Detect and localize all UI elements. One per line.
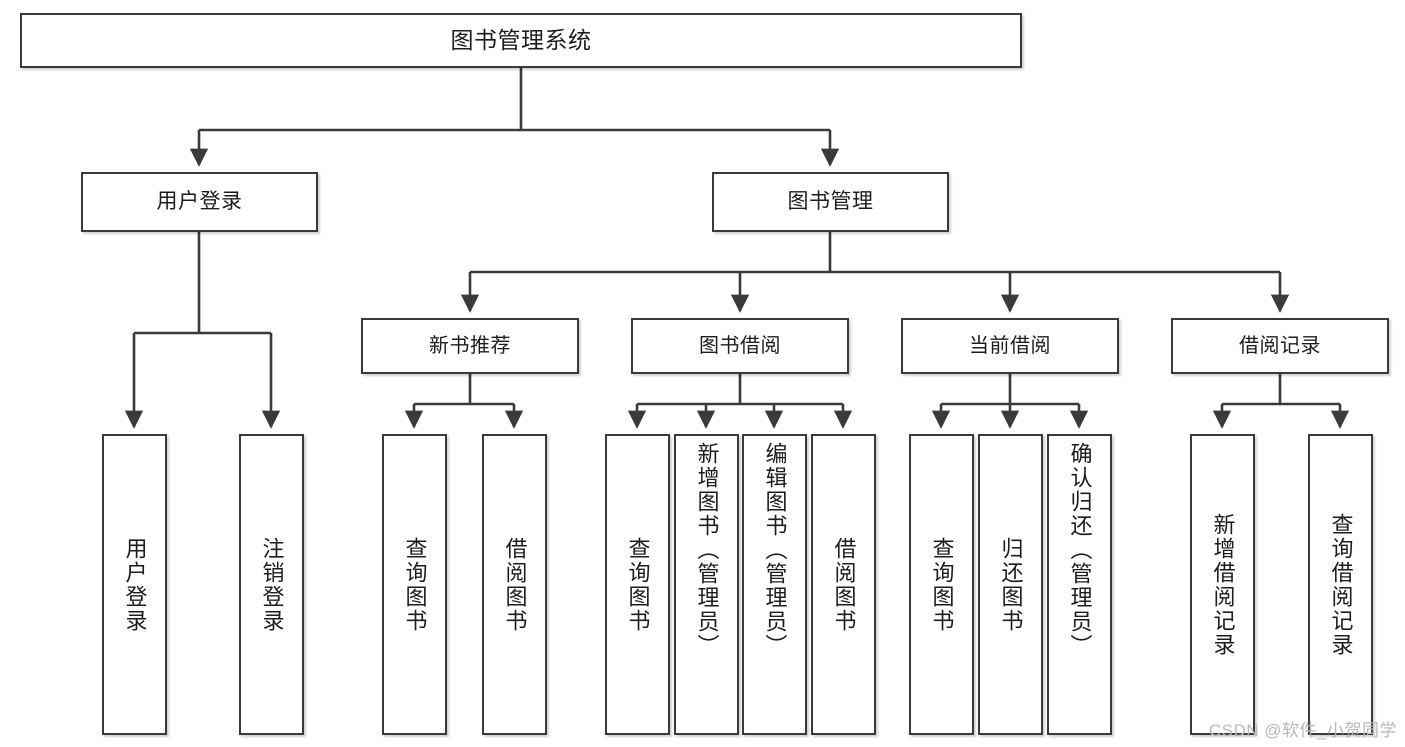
node-label: 当前借阅 [969,334,1051,357]
csdn-watermark: CSDN @软件_小贺同学 [1208,721,1397,740]
leaf-bb-edit-book-admin[interactable]: 编辑图书（管理员） [742,434,807,735]
node-borrow-record[interactable]: 借阅记录 [1171,318,1389,374]
leaf-cb-confirm-return-admin[interactable]: 确认归还（管理员） [1047,434,1112,735]
leaf-logout[interactable]: 注销登录 [239,434,304,735]
node-label: 新增图书（管理员） [694,442,720,658]
node-label: 确认归还（管理员） [1067,442,1093,658]
node-label: 图书借阅 [699,334,781,357]
node-label: 查询图书 [625,536,651,633]
node-label: 查询图书 [402,536,428,633]
node-label: 借阅图书 [831,536,857,633]
leaf-nb-query-book[interactable]: 查询图书 [382,434,447,735]
node-label: 图书管理系统 [450,26,592,53]
node-label: 图书管理 [787,190,874,214]
node-label: 借阅记录 [1239,334,1321,357]
node-label: 用户登录 [156,190,243,214]
leaf-cb-query-book[interactable]: 查询图书 [909,434,974,735]
node-new-book-recommend[interactable]: 新书推荐 [361,318,579,374]
leaf-br-query-record[interactable]: 查询借阅记录 [1308,434,1373,735]
node-label: 借阅图书 [502,536,528,633]
leaf-user-login[interactable]: 用户登录 [102,434,167,735]
node-label: 编辑图书（管理员） [762,442,788,658]
leaf-nb-borrow-book[interactable]: 借阅图书 [482,434,547,735]
node-label: 注销登录 [259,536,285,633]
node-root-system[interactable]: 图书管理系统 [20,13,1022,68]
node-label: 查询借阅记录 [1328,512,1354,657]
leaf-cb-return-book[interactable]: 归还图书 [978,434,1043,735]
node-current-borrow[interactable]: 当前借阅 [901,318,1119,374]
node-user-login[interactable]: 用户登录 [81,172,318,232]
leaf-br-add-record[interactable]: 新增借阅记录 [1190,434,1255,735]
leaf-bb-borrow-book[interactable]: 借阅图书 [811,434,876,735]
node-book-borrow[interactable]: 图书借阅 [631,318,849,374]
node-book-management[interactable]: 图书管理 [712,172,949,232]
node-label: 归还图书 [998,536,1024,633]
node-label: 查询图书 [929,536,955,633]
node-label: 新增借阅记录 [1210,512,1236,657]
node-label: 用户登录 [122,536,148,633]
node-label: 新书推荐 [429,334,511,357]
leaf-bb-query-book[interactable]: 查询图书 [605,434,670,735]
leaf-bb-add-book-admin[interactable]: 新增图书（管理员） [674,434,739,735]
